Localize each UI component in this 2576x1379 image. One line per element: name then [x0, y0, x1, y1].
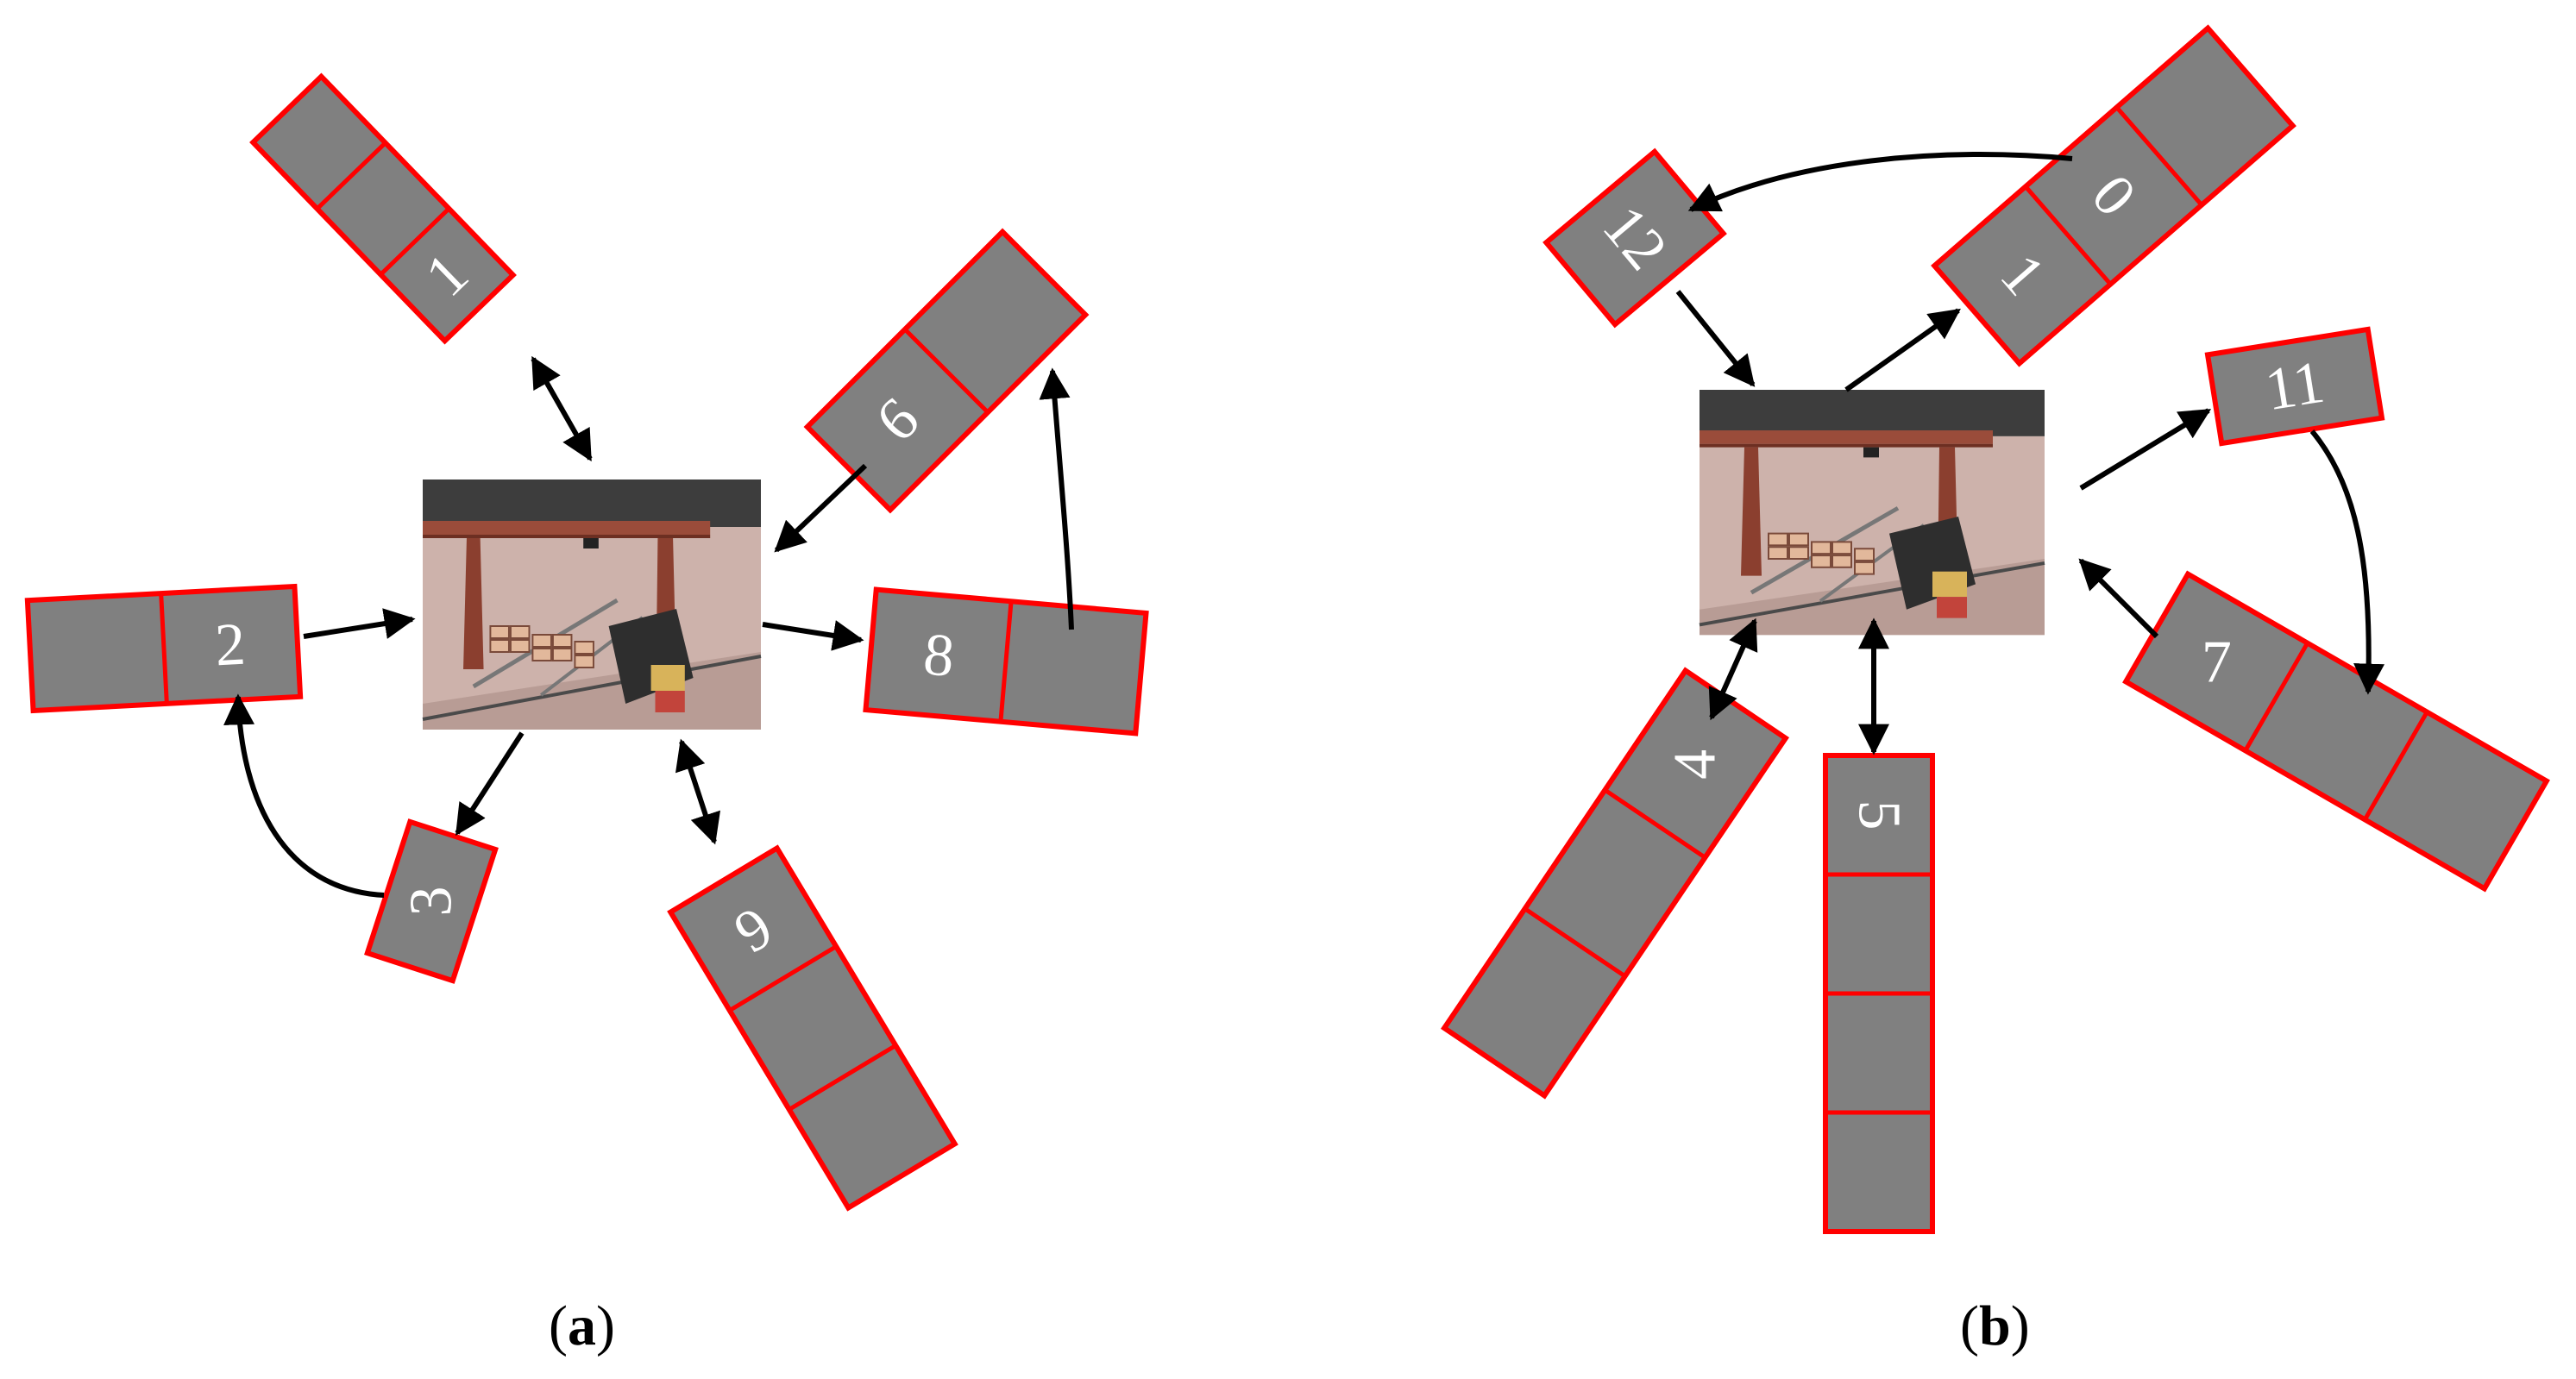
- stack-b-5: 5: [1823, 753, 1935, 1234]
- arrow-a-8: [762, 620, 864, 651]
- stack-label: 3: [399, 887, 465, 917]
- stack-label: 8: [921, 621, 958, 690]
- caption-a-letter: a: [567, 1294, 596, 1357]
- arrow-a-3: [455, 731, 525, 837]
- stack-label: 2: [213, 611, 247, 680]
- arrow-b-11: [2079, 408, 2212, 491]
- stack-a-3: 3: [364, 818, 499, 984]
- arrow-b-7: [2078, 558, 2159, 639]
- caption-a-open: (: [549, 1294, 568, 1357]
- stack-b-12: 12: [1542, 147, 1727, 329]
- stack-label: 5: [1846, 800, 1913, 831]
- stack-b-11: 11: [2204, 326, 2385, 447]
- caption-b-open: (: [1960, 1294, 1979, 1357]
- panel-a: 1 2 3 6 8 9: [24, 72, 1149, 1212]
- arrow-b-10-12: [1687, 152, 2073, 212]
- stack-b-10: 1 0: [1931, 24, 2296, 367]
- stack-label: 11: [2261, 349, 2329, 424]
- caption-a-close: ): [595, 1294, 615, 1357]
- arrow-a-3-2: [223, 693, 385, 898]
- stack-a-2: 2: [24, 583, 304, 714]
- stack-label: 4: [1662, 749, 1728, 780]
- arrow-a-1: [531, 355, 593, 462]
- caption-b-letter: b: [1978, 1294, 2011, 1357]
- connections-a: [223, 355, 1074, 898]
- stack-a-6: 6: [667, 844, 958, 1212]
- panel-b: 12 1 0 11 7 4: [1441, 24, 2550, 1234]
- caption-b-close: ): [2010, 1294, 2030, 1357]
- stack-b-7: 7: [2122, 570, 2550, 893]
- arrow-b-4: [1708, 617, 1758, 721]
- center-image-b: [1700, 390, 2045, 635]
- connections-b: [1675, 152, 2385, 755]
- caption-a: (a): [549, 1294, 615, 1359]
- arrow-a-9: [774, 463, 868, 553]
- arrow-a-2: [303, 608, 416, 639]
- arrow-a-6: [675, 738, 721, 845]
- stack-a-9: 9: [803, 228, 1090, 514]
- center-image-a: [423, 480, 761, 730]
- arrow-b-12: [1675, 290, 1756, 387]
- stack-label: 7: [2202, 630, 2232, 696]
- stack-b-4: 4: [1441, 667, 1789, 1100]
- arrow-b-11-7: [2309, 429, 2385, 695]
- arrow-a-8-9: [1039, 367, 1074, 630]
- caption-b: (b): [1960, 1294, 2030, 1359]
- arrow-b-10: [1844, 308, 1961, 392]
- stack-a-8: 8: [863, 586, 1149, 737]
- stack-a-1: 1: [249, 72, 517, 345]
